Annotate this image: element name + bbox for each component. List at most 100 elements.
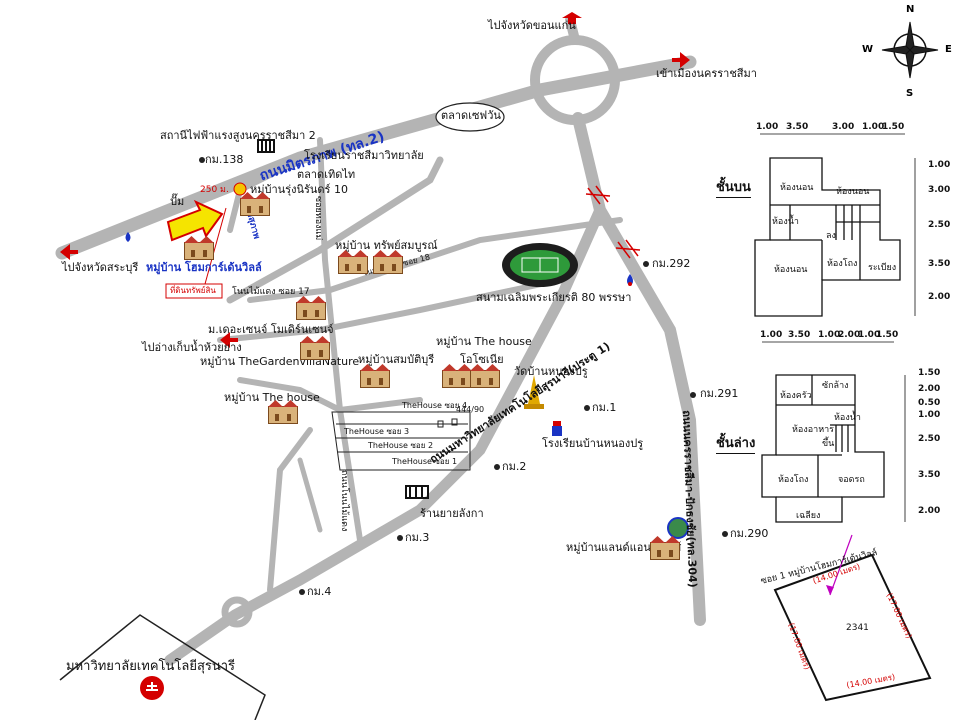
house-icon bbox=[373, 256, 403, 274]
label-market: ตลาดเทิดไท bbox=[297, 168, 356, 181]
lower-width-3: 1.00 bbox=[818, 330, 841, 340]
upper-width-3: 3.00 bbox=[832, 122, 855, 132]
road-label-soi: ซอยทองแม่ bbox=[313, 196, 323, 241]
upper-room-bed3: ห้องนอน bbox=[774, 265, 808, 275]
upper-height-3: 2.50 bbox=[928, 220, 951, 230]
lower-height-5: 2.50 bbox=[918, 434, 941, 444]
label-to-korat: เข้าเมืองนครราชสีมา bbox=[656, 67, 757, 80]
upper-floor-title: ชั้นบน bbox=[716, 176, 751, 198]
market-oval bbox=[435, 102, 505, 132]
label-distance: 250 ม. bbox=[200, 185, 229, 195]
lower-width-1: 1.00 bbox=[760, 330, 783, 340]
house-icon bbox=[442, 370, 472, 388]
lower-width-4: 2.00 bbox=[838, 330, 861, 340]
label-modern: ม.เดอะเซนจ์ โมเดิร์นเซนจ์ bbox=[208, 323, 334, 336]
lower-width-5: 1.00 bbox=[858, 330, 881, 340]
highway-mittraphap bbox=[55, 15, 706, 666]
label-km290: กม.290 bbox=[730, 527, 769, 540]
label-sap-somboon: หมู่บ้าน ทรัพย์สมบูรณ์ bbox=[335, 239, 438, 252]
house-icon bbox=[300, 342, 330, 360]
upper-floor-plan bbox=[754, 157, 901, 317]
label-to-khonkaen: ไปจังหวัดขอนแก่น bbox=[488, 19, 576, 32]
house-icon bbox=[650, 542, 680, 560]
lower-height-6: 3.50 bbox=[918, 470, 941, 480]
label-plot-no: 444/90 bbox=[456, 405, 485, 414]
railway-crossing-icons bbox=[585, 185, 641, 259]
label-substation: สถานีไฟฟ้าแรงสูงนครราชสีมา 2 bbox=[160, 129, 316, 142]
lower-height-7: 2.00 bbox=[918, 506, 941, 516]
upper-width-4: 1.00 bbox=[862, 122, 885, 132]
lower-width-6: 1.50 bbox=[876, 330, 899, 340]
upper-room-bath: ห้องน้ำ bbox=[772, 217, 799, 227]
upper-height-2: 3.00 bbox=[928, 185, 951, 195]
university-boundary bbox=[59, 614, 266, 720]
label-thehouse-1: หมู่บ้าน The house bbox=[436, 335, 532, 348]
compass-north: N bbox=[906, 4, 915, 15]
house-icon bbox=[184, 242, 214, 260]
upper-room-bed1: ห้องนอน bbox=[780, 183, 814, 193]
house-icon bbox=[360, 370, 390, 388]
stadium-icon bbox=[502, 243, 578, 287]
lower-floor-title: ชั้นล่าง bbox=[716, 432, 756, 454]
label-temple: วัดบ้านหนองปรู bbox=[514, 365, 588, 378]
shop-icon bbox=[405, 485, 429, 499]
label-km291: กม.291 bbox=[700, 387, 739, 400]
destination-arrow-icon bbox=[166, 199, 224, 242]
label-property: ที่ดินทรัพย์สิน bbox=[170, 286, 216, 295]
label-school-nongpru: โรงเรียนบ้านหนองปรู bbox=[542, 437, 644, 450]
upper-dimension-lines bbox=[760, 133, 916, 316]
label-km2: กม.2 bbox=[502, 460, 527, 473]
house-icon bbox=[268, 406, 298, 424]
label-to-reservoir: ไปอ่างเก็บน้ำห้วยยาง bbox=[142, 341, 242, 354]
lower-width-2: 3.50 bbox=[788, 330, 811, 340]
road-label-nonmaidaeng: ถนนโนนไม้แดง bbox=[339, 470, 349, 532]
house-icon bbox=[470, 370, 500, 388]
label-soi3: TheHouse ซอย 3 bbox=[344, 427, 410, 436]
land-plot bbox=[773, 553, 932, 702]
label-km4: กม.4 bbox=[307, 585, 332, 598]
label-to-saraburi: ไปจังหวัดสระบุรี bbox=[62, 261, 139, 274]
label-rung-nirin: หมู่บ้านรุ่งนิรันดร์ 10 bbox=[250, 183, 348, 196]
gas-station-icons bbox=[125, 232, 633, 286]
upper-width-2: 3.50 bbox=[786, 122, 809, 132]
lower-height-1: 1.50 bbox=[918, 368, 941, 378]
upper-room-bed2: ห้องนอน bbox=[836, 187, 870, 197]
compass-west: W bbox=[862, 44, 874, 55]
land-area: 2341 bbox=[846, 623, 869, 633]
label-shop: ร้านยายลังกา bbox=[420, 507, 484, 520]
label-seven-market: ตลาดเซฟวัน bbox=[441, 109, 501, 122]
label-gardenvilla: หมู่บ้าน TheGardenvillaNature bbox=[200, 355, 360, 368]
lower-floor-plan bbox=[761, 374, 885, 523]
upper-height-5: 2.00 bbox=[928, 292, 951, 302]
lower-room-kitchen: ห้องครัว bbox=[780, 391, 812, 401]
lower-room-laundry: ซักล้าง bbox=[822, 381, 849, 391]
label-soi1: TheHouse ซอย 1 bbox=[392, 457, 458, 466]
lower-height-2: 2.00 bbox=[918, 384, 941, 394]
temple-icon bbox=[524, 375, 544, 409]
upper-width-5: 1.50 bbox=[882, 122, 905, 132]
upper-room-balcony: ระเบียง bbox=[868, 263, 897, 273]
label-thehouse-2: หมู่บ้าน The house bbox=[224, 391, 320, 404]
label-home-village: หมู่บ้าน โฮมการ์เด้นวิลล์ bbox=[146, 261, 262, 274]
upper-height-1: 1.00 bbox=[928, 160, 951, 170]
lower-room-up: ขึ้น bbox=[822, 439, 835, 449]
label-soi2: TheHouse ซอย 2 bbox=[368, 441, 434, 450]
label-km3: กม.3 bbox=[405, 531, 430, 544]
label-ozonia: โอโซเนีย bbox=[460, 353, 504, 366]
house-icon bbox=[296, 302, 326, 320]
school-icons bbox=[552, 421, 562, 436]
label-pump: ปั๊ม bbox=[170, 195, 185, 208]
label-km138: กม.138 bbox=[205, 153, 244, 166]
lower-room-living: ห้องโถง bbox=[778, 475, 809, 485]
land-house-logo-icon bbox=[667, 517, 689, 539]
upper-room-hall: ลง bbox=[826, 231, 836, 241]
shell-icon bbox=[233, 182, 247, 196]
lower-room-dining: ห้องอาหาร bbox=[792, 425, 835, 435]
lower-height-4: 1.00 bbox=[918, 410, 941, 420]
lower-room-bath: ห้องน้ำ bbox=[834, 413, 861, 423]
village-plot bbox=[331, 411, 471, 471]
label-university: มหาวิทยาลัยเทคโนโลยีสุรนารี bbox=[66, 659, 236, 674]
label-soi4: TheHouse ซอย 4 bbox=[402, 401, 468, 410]
compass-rose-icon bbox=[881, 21, 939, 79]
